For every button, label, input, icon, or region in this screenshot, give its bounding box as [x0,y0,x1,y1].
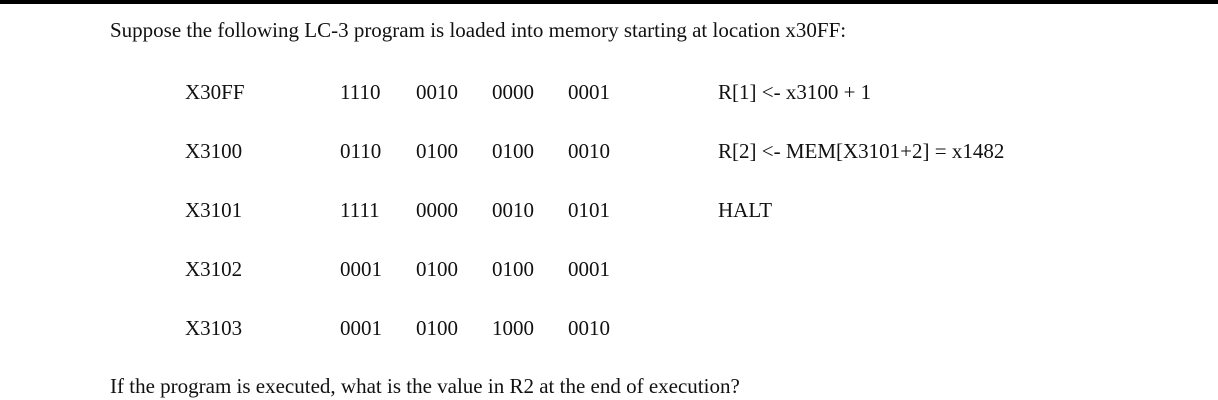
bit-group: 0010 [416,80,458,104]
bit-group: 0100 [492,257,534,281]
bit-group: 0000 [416,198,458,222]
bit-group: 0100 [416,316,458,340]
instruction-bits: 1111 0000 0010 0101 [340,198,644,223]
address: X3103 [185,316,243,340]
address: X3101 [185,198,243,222]
instruction-bits: 0110 0100 0100 0010 [340,139,644,164]
instruction-comment: R[1] <- x3100 + 1 [718,80,872,104]
program-row: X3103 0001 0100 1000 0010 [185,316,1085,375]
bit-group: 0000 [492,80,534,104]
intro-text: Suppose the following LC-3 program is lo… [110,18,847,42]
bit-group: 0100 [416,257,458,281]
bit-group: 0001 [340,316,382,340]
instruction-comment: R[2] <- MEM[X3101+2] = x1482 [718,139,1005,163]
bit-group: 1110 [340,80,381,104]
address: X3102 [185,257,243,281]
bit-group: 0010 [568,316,610,340]
bit-group: 0101 [568,198,610,222]
bit-group: 0001 [568,80,610,104]
program-row: X30FF 1110 0010 0000 0001 R[1] <- x3100 … [185,80,1085,139]
program-row: X3100 0110 0100 0100 0010 R[2] <- MEM[X3… [185,139,1085,198]
question-text: If the program is executed, what is the … [110,374,740,398]
bit-group: 0001 [568,257,610,281]
address: X3100 [185,139,243,163]
bit-group: 1000 [492,316,534,340]
instruction-comment: HALT [718,198,773,222]
program-listing: X30FF 1110 0010 0000 0001 R[1] <- x3100 … [185,80,1085,375]
program-row: X3101 1111 0000 0010 0101 HALT [185,198,1085,257]
instruction-bits: 0001 0100 0100 0001 [340,257,644,282]
address: X30FF [185,80,245,104]
bit-group: 0010 [568,139,610,163]
bit-group: 0110 [340,139,382,163]
bit-group: 0100 [416,139,458,163]
bit-group: 0010 [492,198,534,222]
instruction-bits: 0001 0100 1000 0010 [340,316,644,341]
top-rule [0,0,1218,4]
instruction-bits: 1110 0010 0000 0001 [340,80,644,105]
bit-group: 0001 [340,257,382,281]
bit-group: 0100 [492,139,534,163]
bit-group: 1111 [340,198,380,222]
program-row: X3102 0001 0100 0100 0001 [185,257,1085,316]
